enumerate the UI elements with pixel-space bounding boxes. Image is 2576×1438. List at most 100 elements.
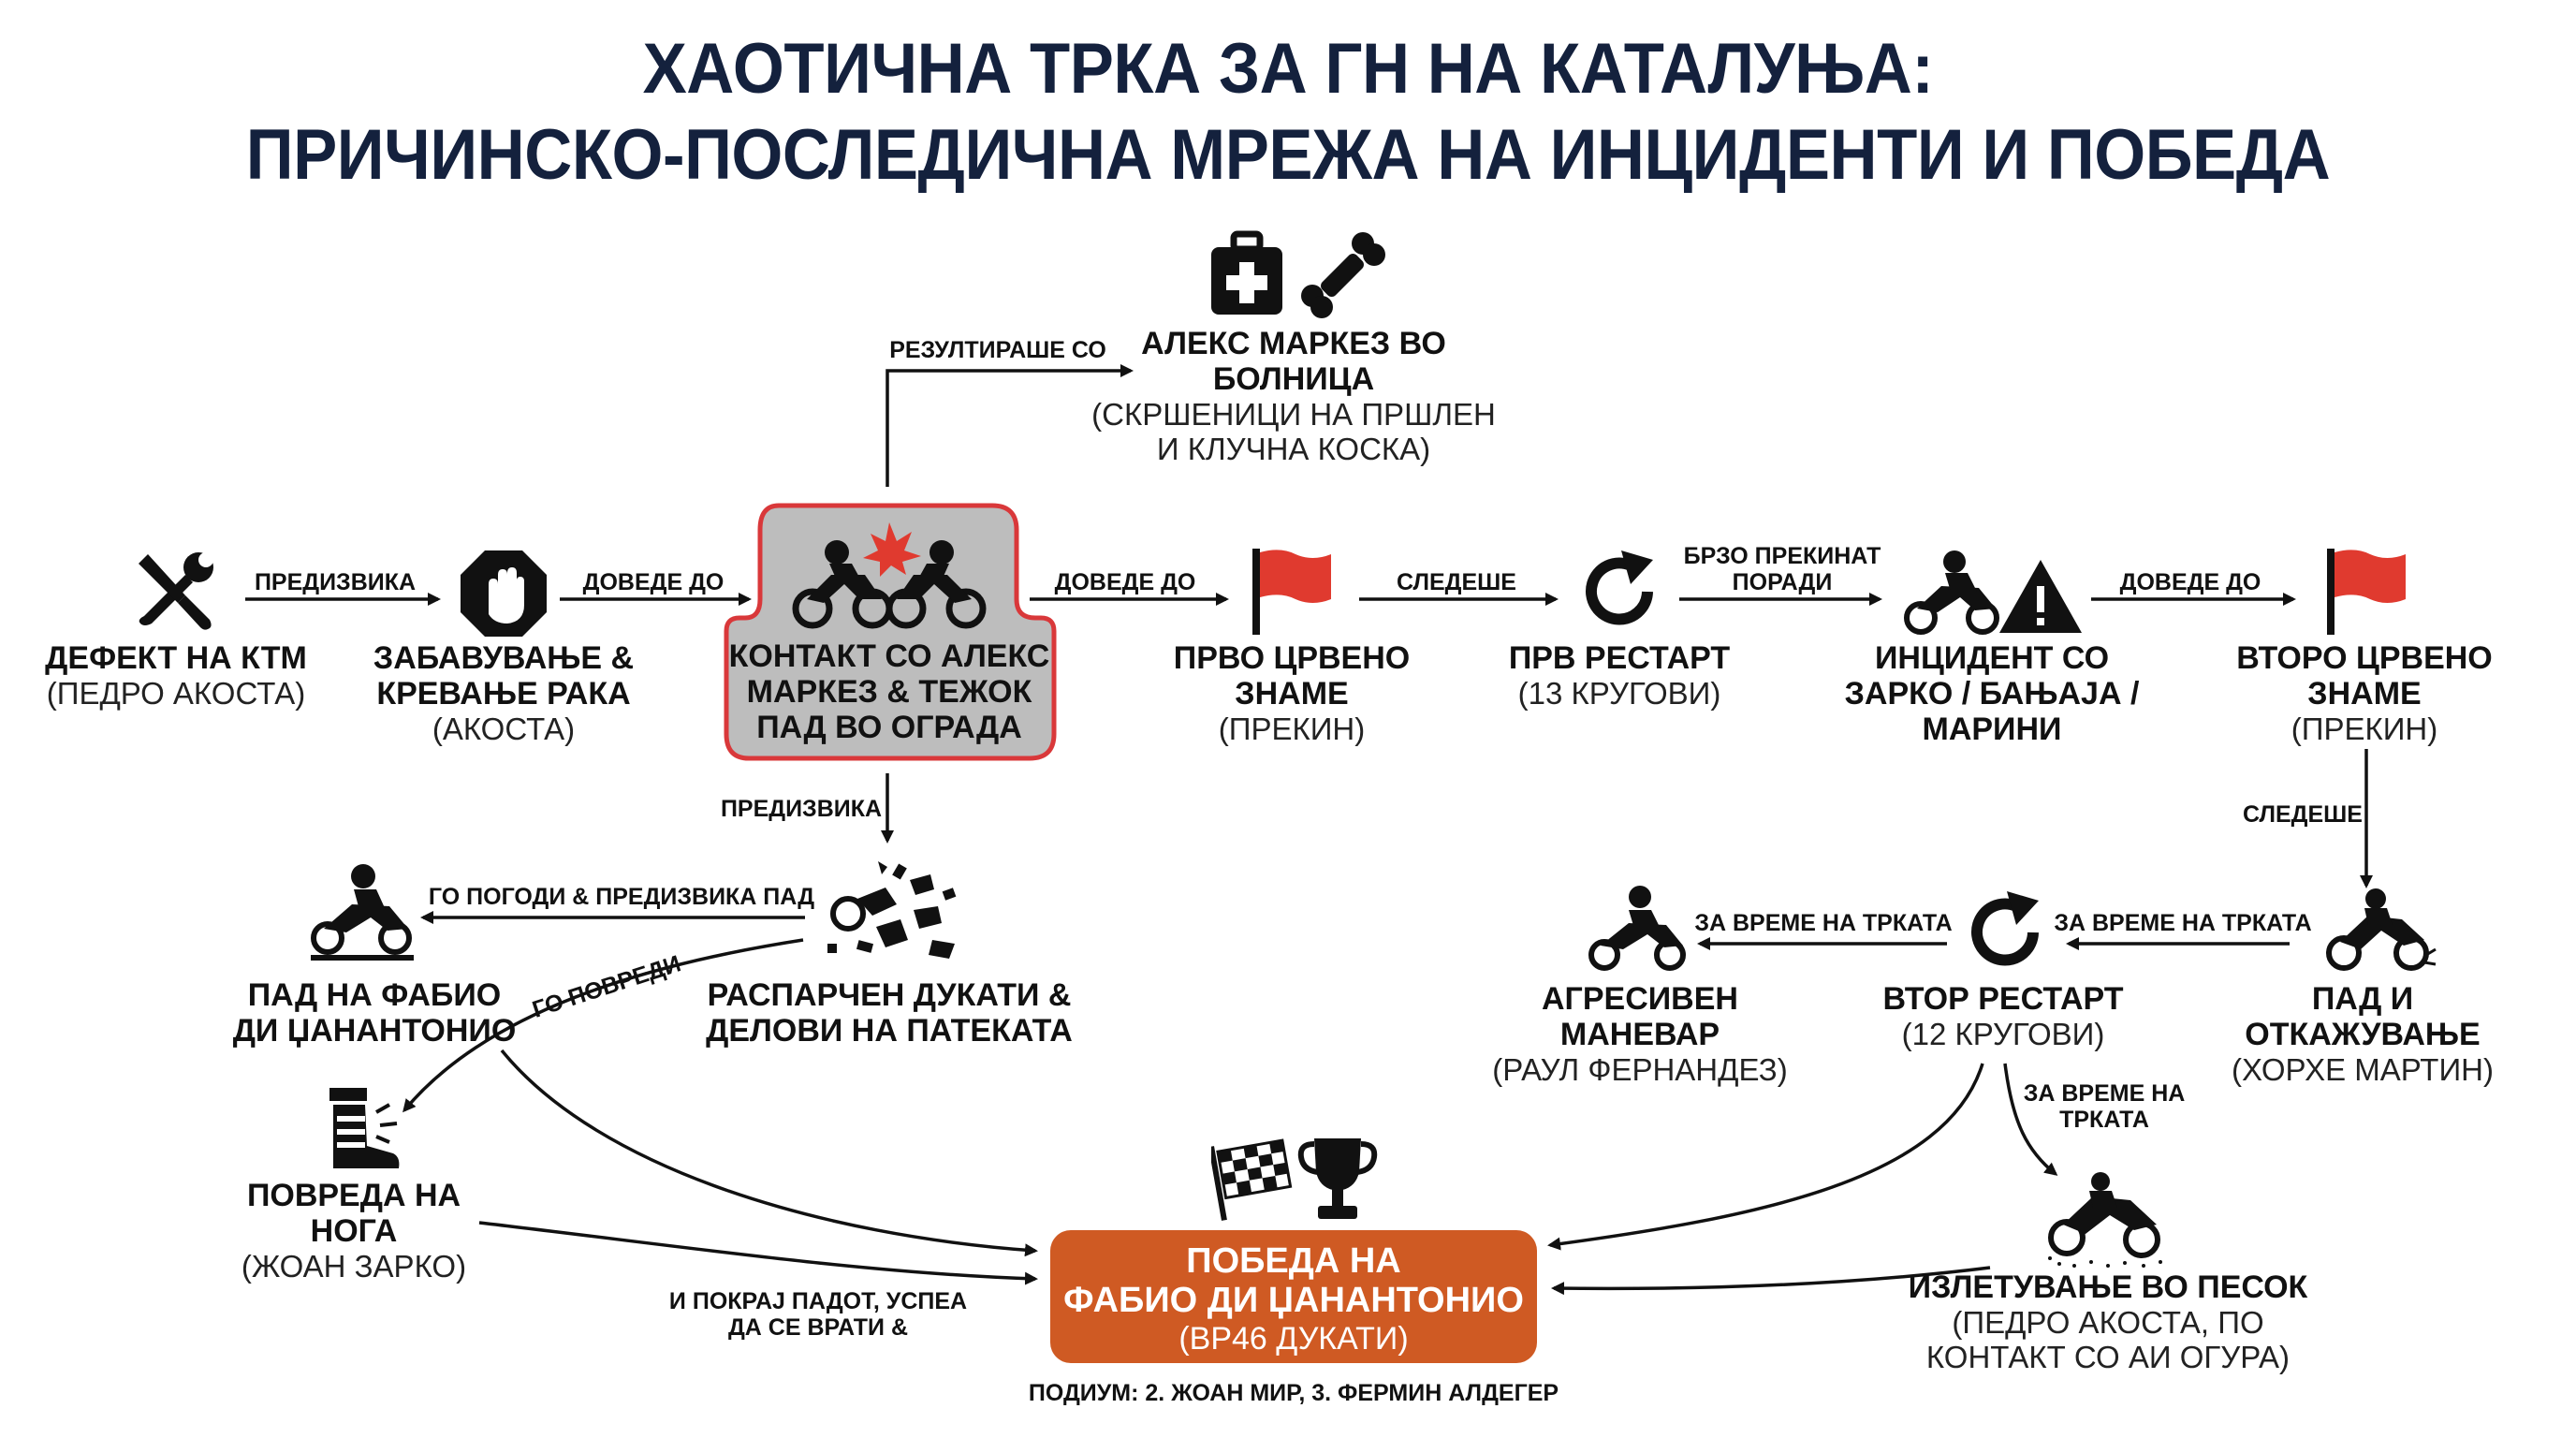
node-subtitle: (СКРШЕНИЦИ НА ПРШЛЕН bbox=[1091, 397, 1496, 432]
edge-label-caused: ПРЕДИЗВИКА bbox=[254, 569, 417, 595]
edge-label-quick-stop: БРЗО ПРЕКИНАТ ПОРАДИ bbox=[1684, 543, 1881, 595]
edge-label-quick-stop-1: БРЗО ПРЕКИНАТ bbox=[1683, 543, 1881, 569]
node-subtitle: (ХОРХЕ МАРТИН) bbox=[2231, 1052, 2495, 1087]
node-title: ПОВРЕДА НА bbox=[246, 1178, 461, 1213]
node-title: ПАД И bbox=[2311, 981, 2414, 1017]
node-debris: РАСПАРЧЕН ДУКАТИ & ДЕЛОВИ НА ПАТЕКАТА bbox=[706, 977, 1073, 1049]
node-subtitle: (13 КРУГОВИ) bbox=[1517, 676, 1721, 711]
edge-label-led-to-3: ДОВЕДЕ ДО bbox=[2119, 569, 2261, 595]
edge-sand-winner bbox=[1551, 1266, 1991, 1296]
edge-restart2-sand bbox=[2003, 1063, 2058, 1176]
node-zarco-injury: ПОВРЕДА НА НОГА (ЖОАН ЗАРКО) bbox=[242, 1178, 466, 1284]
edge-label-led-to-2: ДОВЕДЕ ДО bbox=[1054, 569, 1196, 595]
edge-injury-winner bbox=[478, 1221, 1038, 1285]
edge-label-hit-and-caused: ГО ПОГОДИ & ПРЕДИЗВИКА ПАД bbox=[428, 884, 815, 910]
edge-crash-hospital bbox=[886, 364, 1134, 487]
node-title-3: ПАД ВО ОГРАДА bbox=[756, 710, 1022, 745]
node-subtitle: (12 КРУГОВИ) bbox=[1901, 1017, 2105, 1051]
node-title: ПРВ РЕСТАРТ bbox=[1508, 640, 1731, 676]
node-title-2: МАРКЕЗ & ТЕЖОК bbox=[746, 674, 1032, 710]
edge-label-followed-2: СЛЕДЕШЕ bbox=[2243, 801, 2363, 828]
node-martin-crash: ПАД И ОТКАЖУВАЊЕ (ХОРХЕ МАРТИН) bbox=[2232, 981, 2494, 1087]
edge-label-during-race-3a: ЗА ВРЕМЕ НА bbox=[2023, 1080, 2186, 1107]
node-title: ДЕФЕКТ НА КТМ bbox=[45, 640, 307, 676]
winner-line-1: ПОБЕДА НА bbox=[1186, 1241, 1401, 1281]
edge-label-during-race-1: ЗА ВРЕМЕ НА ТРКАТА bbox=[2054, 910, 2312, 936]
node-title-2: ЗАРКО / БАЊАЈА / bbox=[1844, 676, 2140, 712]
node-title: ПАД НА ФАБИО bbox=[247, 977, 502, 1013]
restart-icon bbox=[1971, 891, 2039, 966]
node-title-2: ДИ ЏАНАНТОНИО bbox=[232, 1013, 517, 1049]
rider-icon bbox=[1588, 886, 1686, 971]
node-title-2: МАНЕВАР bbox=[1559, 1017, 1720, 1052]
node-title: ВТОР РЕСТАРТ bbox=[1882, 981, 2124, 1017]
rider-warning-icon bbox=[1904, 550, 2082, 635]
node-subtitle: (АКОСТА) bbox=[432, 712, 576, 746]
crashed-bike-icon bbox=[2048, 1172, 2162, 1268]
crashed-bike-icon bbox=[2326, 888, 2437, 971]
node-title: АГРЕСИВЕН bbox=[1542, 981, 1738, 1017]
node-aggressive: АГРЕСИВЕН МАНЕВАР (РАУЛ ФЕРНАНДЕЗ) bbox=[1492, 981, 1787, 1087]
node-title-2: ОТКАЖУВАЊЕ bbox=[2245, 1017, 2481, 1052]
crash-box bbox=[724, 503, 1057, 761]
red-flag-icon bbox=[2327, 549, 2406, 635]
winner-line-2: ФАБИО ДИ ЏАНАНТОНИО bbox=[1063, 1281, 1524, 1320]
winner-box: ПОБЕДА НА ФАБИО ДИ ЏАНАНТОНИО (ВР46 ДУКА… bbox=[1050, 1230, 1537, 1363]
node-ktm-defect: ДЕФЕКТ НА КТМ (ПЕДРО АКОСТА) bbox=[45, 640, 307, 711]
title-line-1: ХАОТИЧНА ТРКА ЗА ГН НА КАТАЛУЊА: bbox=[642, 29, 1934, 109]
title-line-2: ПРИЧИНСКО-ПОСЛЕДИЧНА МРЕЖА НА ИНЦИДЕНТИ … bbox=[245, 115, 2331, 195]
node-crash: КОНТАКТ СО АЛЕКС МАРКЕЗ & ТЕЖОК ПАД ВО О… bbox=[729, 638, 1050, 745]
edge-label-despite-1: И ПОКРАЈ ПАДОТ, УСПЕА bbox=[668, 1288, 968, 1314]
node-sand-exit: ИЗЛЕТУВАЊЕ ВО ПЕСОК (ПЕДРО АКОСТА, ПО КО… bbox=[1909, 1269, 2308, 1374]
node-title-3: МАРИНИ bbox=[1922, 712, 2062, 747]
node-title: ИНЦИДЕНТ СО bbox=[1874, 640, 2110, 676]
edge-debris-injury bbox=[402, 938, 804, 1113]
stop-hand-icon bbox=[461, 550, 547, 637]
podium-note: ПОДИУМ: 2. ЖОАН МИР, 3. ФЕРМИН АЛДЕГЕР bbox=[1028, 1380, 1559, 1406]
node-zarco-incident: ИНЦИДЕНТ СО ЗАРКО / БАЊАЈА / МАРИНИ bbox=[1845, 640, 2140, 747]
edge-label-despite: И ПОКРАЈ ПАДОТ, УСПЕА ДА СЕ ВРАТИ & bbox=[669, 1288, 967, 1341]
node-title: РАСПАРЧЕН ДУКАТИ & bbox=[707, 977, 1072, 1013]
node-subtitle: (ПЕДРО АКОСТА, ПО bbox=[1952, 1305, 2264, 1340]
node-title: КОНТАКТ СО АЛЕКС bbox=[728, 638, 1050, 674]
node-title: ПРВО ЦРВЕНО bbox=[1173, 640, 1411, 676]
node-red-flag-1: ПРВО ЦРВЕНО ЗНАМЕ (ПРЕКИН) bbox=[1174, 640, 1410, 746]
winner-team: (ВР46 ДУКАТИ) bbox=[1178, 1321, 1409, 1357]
node-subtitle: (ПРЕКИН) bbox=[1218, 712, 1366, 746]
motorbike-collision-icon bbox=[792, 522, 987, 629]
edge-label-caused-2: ПРЕДИЗВИКА bbox=[720, 796, 883, 822]
restart-icon bbox=[1586, 550, 1653, 625]
node-title: ВТОРО ЦРВЕНО bbox=[2236, 640, 2493, 676]
node-subtitle: (РАУЛ ФЕРНАНДЕЗ) bbox=[1492, 1052, 1788, 1087]
edge-label-led-to-1: ДОВЕДЕ ДО bbox=[582, 569, 724, 595]
injured-foot-icon bbox=[329, 1088, 400, 1168]
edge-label-during-race-2: ЗА ВРЕМЕ НА ТРКАТА bbox=[1694, 910, 1953, 936]
node-title: ЗАБАВУВАЊЕ & bbox=[373, 640, 635, 676]
edge-restart2-winner bbox=[1547, 1063, 1984, 1251]
node-subtitle: (ПРЕКИН) bbox=[2291, 712, 2438, 746]
bone-icon bbox=[1301, 232, 1385, 318]
red-flag-icon bbox=[1252, 549, 1331, 635]
rider-icon bbox=[311, 864, 414, 961]
node-subtitle: (ЖОАН ЗАРКО) bbox=[241, 1249, 467, 1284]
page-title: ХАОТИЧНА ТРКА ЗА ГН НА КАТАЛУЊА: ПРИЧИНС… bbox=[90, 26, 2485, 198]
edge-digia-winner bbox=[500, 1049, 1038, 1257]
node-title: ИЗЛЕТУВАЊЕ ВО ПЕСОК bbox=[1908, 1269, 2308, 1305]
node-subtitle-2: КОНТАКТ СО АИ ОГУРА) bbox=[1925, 1340, 2291, 1374]
node-slowdown: ЗАБАВУВАЊЕ & КРЕВАЊЕ РАКА (АКОСТА) bbox=[373, 640, 634, 746]
node-title-2: КРЕВАЊЕ РАКА bbox=[376, 676, 631, 712]
node-title-2: ЗНАМЕ bbox=[2307, 676, 2422, 712]
trophy-icon bbox=[1297, 1138, 1378, 1219]
node-title-2: НОГА bbox=[310, 1213, 398, 1249]
medical-kit-icon bbox=[1211, 230, 1282, 315]
edge-label-resulted-with: РЕЗУЛТИРАШЕ СО bbox=[889, 337, 1106, 363]
edge-label-despite-2: ДА СЕ ВРАТИ & bbox=[727, 1314, 909, 1341]
tools-icon bbox=[139, 552, 213, 630]
node-title-2: ЗНАМЕ bbox=[1235, 676, 1349, 712]
checkered-flag-icon bbox=[1211, 1138, 1293, 1221]
node-restart-1: ПРВ РЕСТАРТ (13 КРУГОВИ) bbox=[1509, 640, 1730, 711]
edge-label-during-race-3b: ТРКАТА bbox=[2059, 1107, 2149, 1133]
edge-label-quick-stop-2: ПОРАДИ bbox=[1732, 569, 1833, 595]
debris-icon bbox=[827, 861, 957, 959]
